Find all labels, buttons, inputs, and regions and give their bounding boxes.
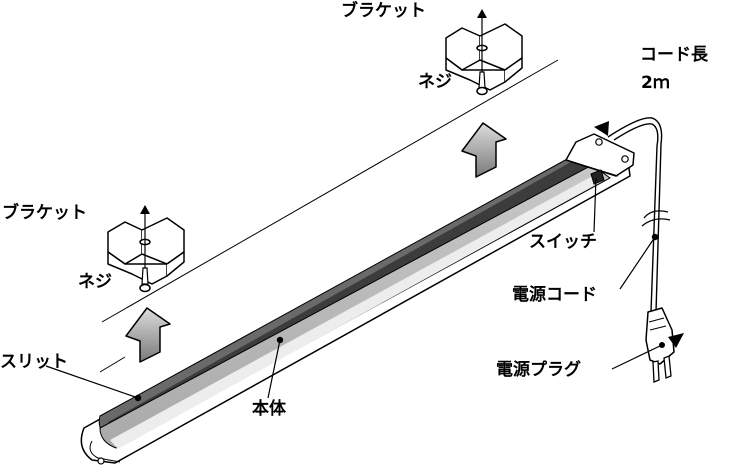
leader-lines xyxy=(45,177,663,399)
power-cord xyxy=(607,117,671,313)
label-slit: スリット xyxy=(0,352,68,372)
screw-left xyxy=(139,205,151,293)
slit-marker xyxy=(134,394,142,402)
cord-arrowhead xyxy=(594,121,609,136)
install-arrow-right xyxy=(461,122,507,178)
bracket-left xyxy=(107,217,185,285)
screw-right xyxy=(476,9,488,96)
label-screw-left: ネジ xyxy=(78,272,112,292)
label-cord-length: コード長 xyxy=(640,45,708,65)
body-marker xyxy=(276,336,284,344)
fixture-body xyxy=(80,133,635,465)
label-cord-length-value: 2ｍ xyxy=(641,73,670,93)
label-bracket-left: ブラケット xyxy=(2,203,87,223)
install-arrow-left xyxy=(125,307,171,363)
mounting-surface xyxy=(99,59,559,373)
label-body: 本体 xyxy=(252,399,286,419)
label-switch: スイッチ xyxy=(529,232,597,252)
plug-arrowhead xyxy=(668,333,684,348)
label-power-cord: 電源コード xyxy=(512,285,597,305)
label-screw-top: ネジ xyxy=(418,72,452,92)
label-power-plug: 電源プラグ xyxy=(496,360,581,380)
label-bracket-top: ブラケット xyxy=(341,1,426,21)
bracket-right xyxy=(445,23,523,91)
power-plug-shape xyxy=(645,307,675,383)
